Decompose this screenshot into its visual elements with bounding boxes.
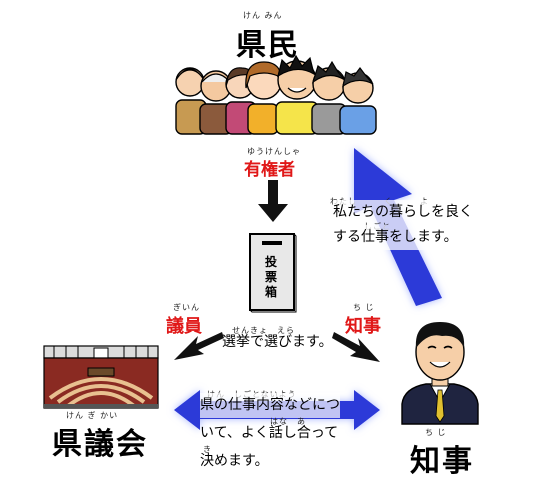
discussion-line-3: 決めます。 xyxy=(200,453,269,469)
governor-illustration xyxy=(401,322,479,425)
citizens-crowd-illustration xyxy=(175,54,377,135)
ballot-box-icon xyxy=(249,233,297,313)
governor-message-line-2: する仕事をします。 xyxy=(333,225,458,250)
voters-reading: ゆうけんしゃ xyxy=(247,147,301,156)
arrow-down-left-icon xyxy=(174,332,224,360)
discussion-reading-3: き xyxy=(203,445,212,454)
councilors-label: 議員 xyxy=(166,316,202,337)
citizens-title: 県民 xyxy=(236,28,300,63)
arrow-down-right-icon xyxy=(332,332,380,362)
discussion-line-1: 県の仕事内容などにつ xyxy=(200,393,340,418)
discussion-line-2: いて、よく話し合って xyxy=(200,425,339,441)
discussion-reading-2: はな あ xyxy=(270,417,306,426)
assembly-reading: けん ぎ かい xyxy=(66,411,119,420)
arrow-down-icon xyxy=(258,180,288,222)
governor-role-reading: ち じ xyxy=(353,303,375,312)
election-note-reading: せんきょ えら xyxy=(232,326,295,335)
ballot-box-label: 投票箱 xyxy=(265,255,278,299)
election-note-text: 選挙で選びます。 xyxy=(222,334,333,350)
assembly-title: 県議会 xyxy=(52,427,148,462)
governor-reading: ち じ xyxy=(425,428,447,437)
governor-message-line-1: 私たちの暮らしを良く xyxy=(333,200,473,225)
assembly-hall-illustration xyxy=(43,345,159,409)
governor-title: 知事 xyxy=(410,444,474,479)
voters-label: 有権者 xyxy=(244,160,295,180)
councilors-reading: ぎいん xyxy=(173,303,200,312)
governor-role-label: 知事 xyxy=(345,316,381,337)
citizens-reading: けん みん xyxy=(243,11,283,20)
